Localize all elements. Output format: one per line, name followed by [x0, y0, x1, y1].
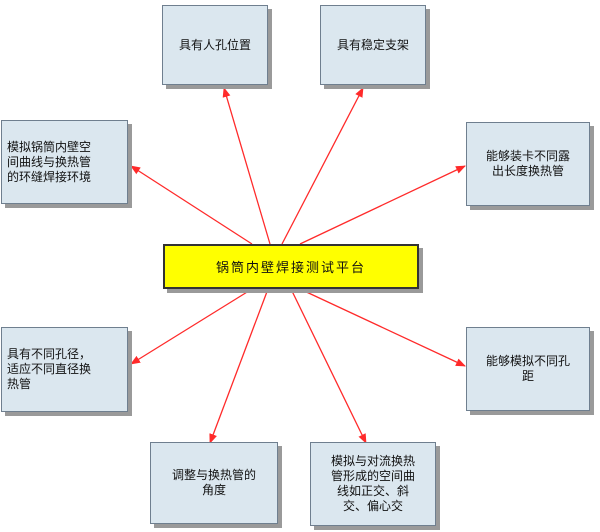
center-label: 锅筒内壁焊接测试平台 [215, 261, 366, 276]
feature-pitch: 能够模拟不同孔 距 [466, 327, 590, 411]
feature-label: 具有稳定支架 [336, 37, 409, 52]
arrow-to-clamp [299, 165, 466, 245]
feature-label: 具有不同孔径， 适应不同直径换 热管 [7, 347, 92, 391]
feature-clamp: 能够装卡不同露 出长度换热管 [466, 122, 590, 206]
feature-support: 具有稳定支架 [320, 5, 426, 85]
feature-label: 调整与换热管的 角度 [171, 468, 256, 497]
arrow-to-curve-env [130, 165, 253, 245]
feature-label: 能够模拟不同孔 距 [485, 354, 570, 383]
feature-diameter: 具有不同孔径， 适应不同直径换 热管 [1, 327, 128, 412]
feature-label: 具有人孔位置 [178, 37, 251, 52]
feature-angle: 调整与换热管的 角度 [150, 442, 278, 524]
feature-manhole: 具有人孔位置 [162, 5, 268, 85]
center-node: 锅筒内壁焊接测试平台 [163, 244, 419, 289]
arrow-to-angle [209, 288, 269, 444]
feature-curve-env: 模拟锅筒内壁空 间曲线与换热管 的环缝焊接环境 [1, 120, 128, 204]
feature-label: 能够装卡不同露 出长度换热管 [485, 149, 570, 178]
arrow-to-cross [290, 288, 367, 444]
arrow-to-pitch [299, 288, 466, 367]
arrow-to-diameter [130, 288, 253, 365]
feature-cross: 模拟与对流换热 管形成的空间曲 线如正交、斜 交、偏心交 [310, 442, 436, 526]
arrow-to-support [281, 87, 364, 245]
feature-label: 模拟锅筒内壁空 间曲线与换热管 的环缝焊接环境 [7, 139, 92, 184]
feature-label: 模拟与对流换热 管形成的空间曲 线如正交、斜 交、偏心交 [330, 454, 415, 513]
arrow-to-manhole [222, 87, 271, 245]
